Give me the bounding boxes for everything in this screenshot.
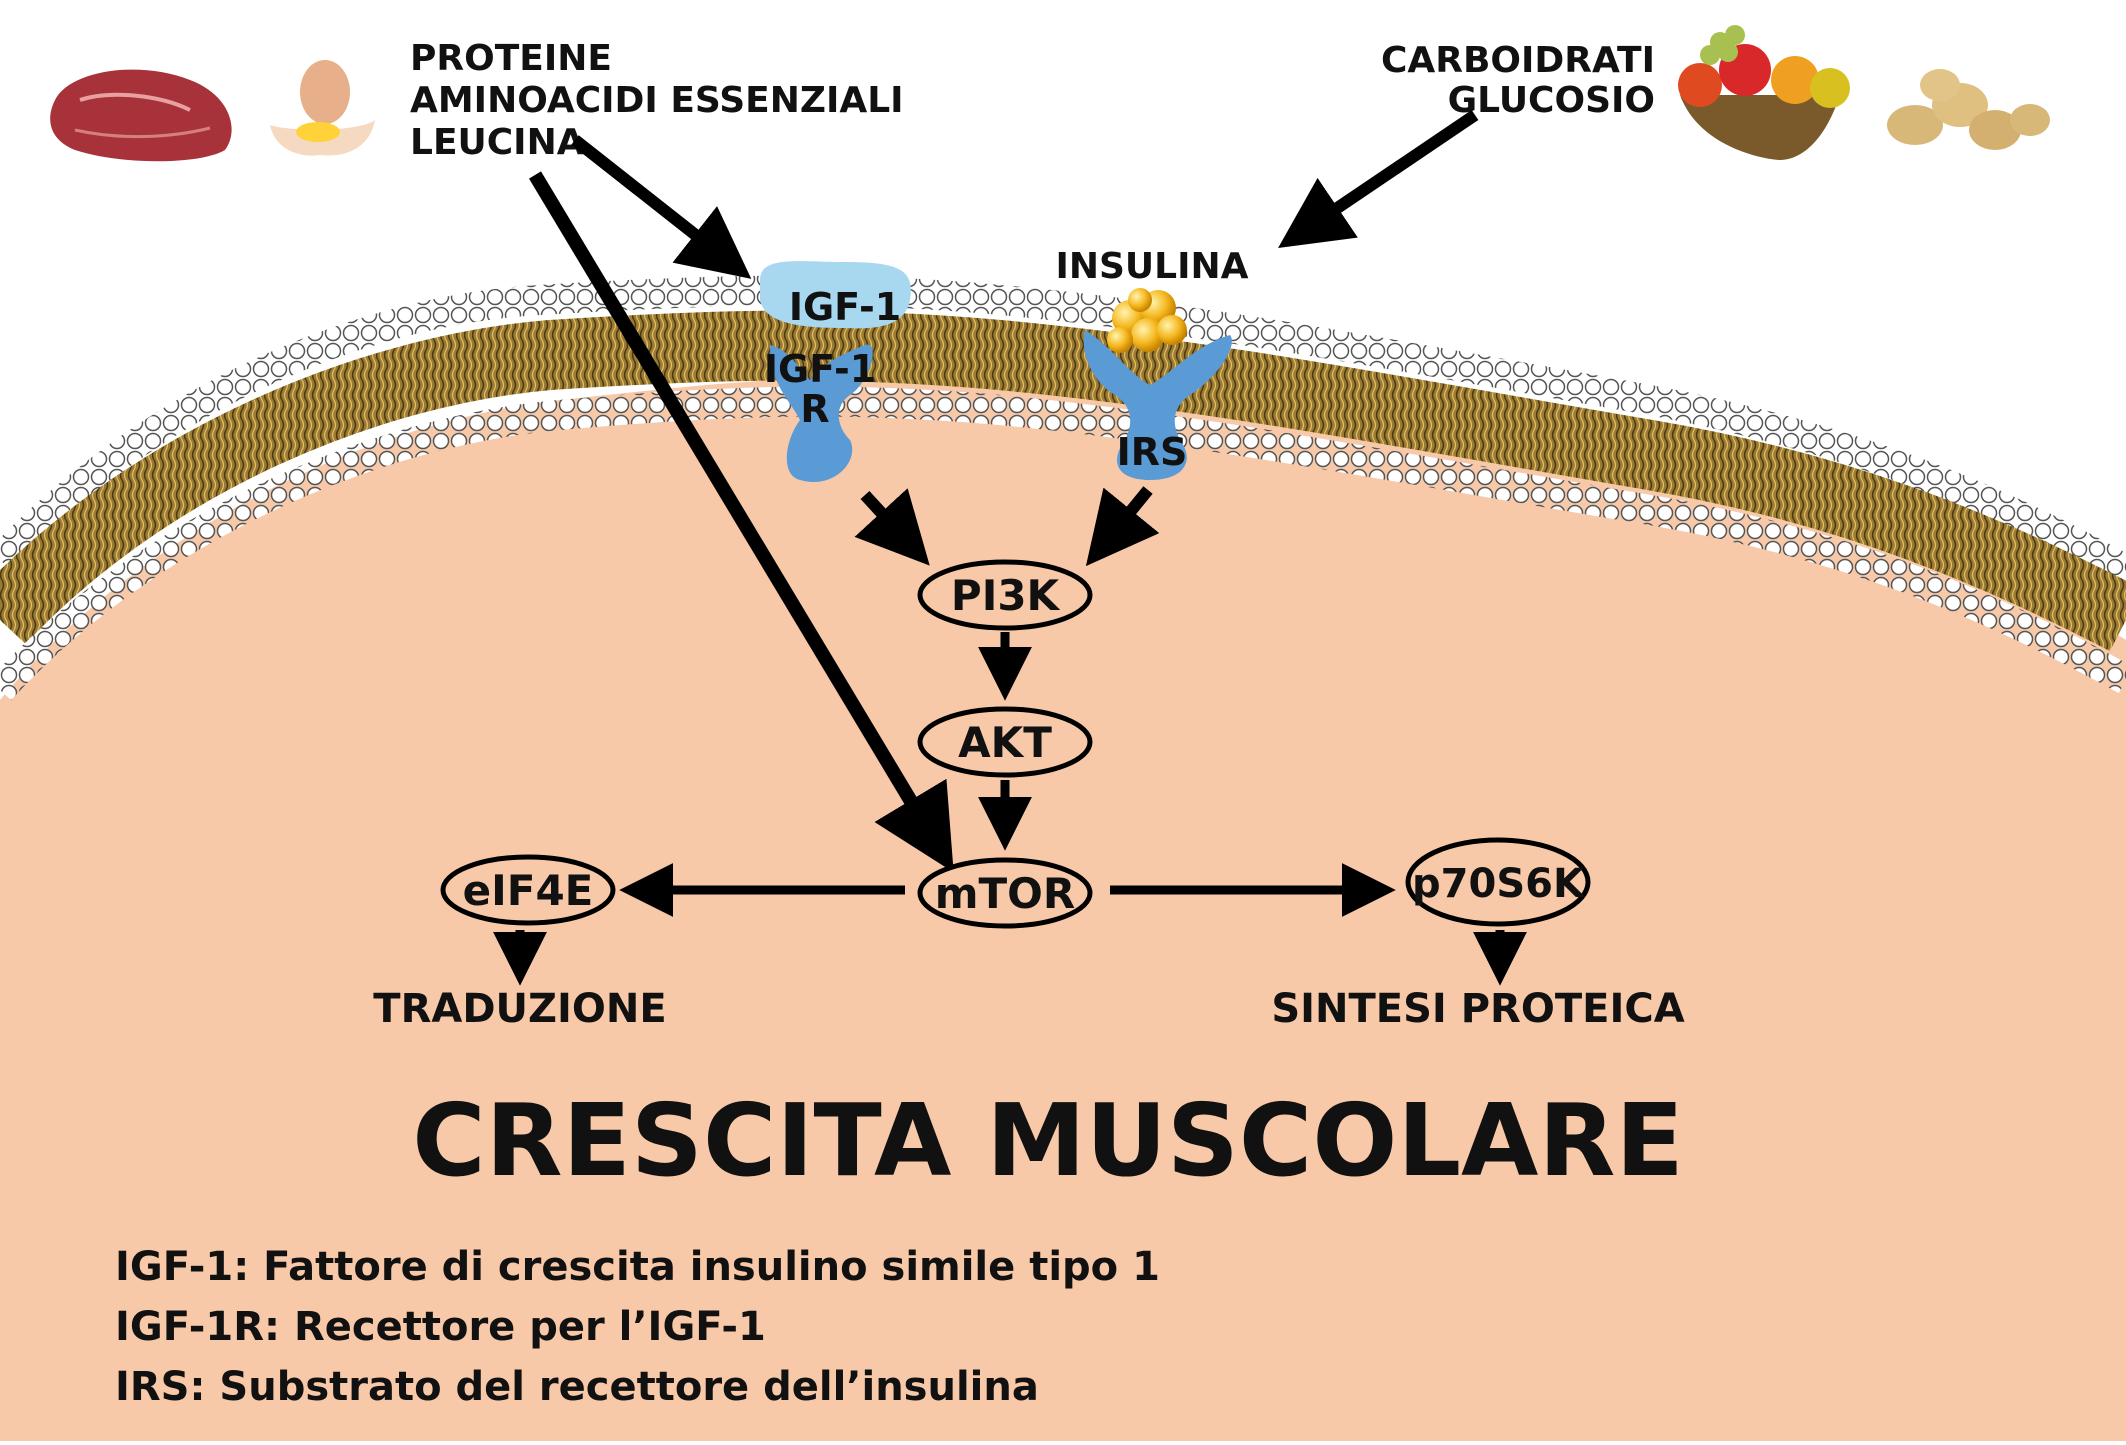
protein-source-label: PROTEINE AMINOACIDI ESSENZIALI LEUCINA [410, 38, 904, 163]
p70s6k-text: p70S6K [1412, 861, 1586, 907]
igf1r-text-2: R [800, 387, 829, 431]
protein-line-3: LEUCINA [410, 122, 585, 163]
main-title: CRESCITA MUSCOLARE [412, 1082, 1684, 1199]
insulin-molecule-icon [1107, 288, 1187, 353]
arrow-carb-to-insulin [1278, 110, 1479, 249]
carb-source-label: CARBOIDRATI GLUCOSIO [1381, 40, 1655, 121]
protein-synthesis-label: SINTESI PROTEICA [1271, 986, 1684, 1032]
potatoes-icon [1887, 69, 2050, 150]
protein-line-1: PROTEINE [410, 38, 612, 79]
insulin-receptor: IRS [1083, 330, 1232, 480]
protein-line-2: AMINOACIDI ESSENZIALI [410, 80, 904, 121]
mtor-text: mTOR [935, 869, 1075, 918]
pi3k-node: PI3K [917, 559, 1093, 631]
igf1-receptor: IGF-1 IGF-1 R [760, 261, 911, 482]
legend: IGF-1: Fattore di crescita insulino simi… [115, 1244, 1160, 1410]
insulin-label: INSULINA [1055, 246, 1248, 287]
igf1-text: IGF-1 [789, 285, 901, 329]
mtor-node: mTOR [917, 857, 1093, 929]
egg-icon [270, 60, 375, 156]
arrow-irs-to-pi3k [1085, 486, 1160, 567]
p70s6k-node: p70S6K [1405, 837, 1591, 927]
arrow-igf1r-to-pi3k [854, 488, 930, 566]
irs-text: IRS [1117, 430, 1188, 474]
membrane-inner-heads [0, 386, 2126, 701]
arrow-protein-to-igf1 [571, 135, 752, 279]
membrane-tails [0, 310, 2126, 652]
igf1r-text-1: IGF-1 [764, 347, 876, 391]
legend-item: IRS: Substrato del recettore dell’insuli… [115, 1364, 1039, 1410]
pi3k-text: PI3K [951, 571, 1061, 620]
meat-icon [50, 69, 232, 162]
carb-line-2: GLUCOSIO [1448, 80, 1655, 121]
akt-node: AKT [917, 706, 1093, 778]
eif4e-text: eIF4E [463, 866, 594, 915]
arrow-leucine-to-mtor [528, 171, 954, 873]
carb-line-1: CARBOIDRATI [1381, 40, 1655, 81]
eif4e-node: eIF4E [440, 854, 616, 926]
akt-text: AKT [958, 718, 1052, 767]
fruit-basket-icon [1678, 25, 1850, 160]
legend-item: IGF-1: Fattore di crescita insulino simi… [115, 1244, 1160, 1290]
legend-item: IGF-1R: Recettore per l’IGF-1 [115, 1304, 766, 1350]
translation-label: TRADUZIONE [373, 986, 666, 1032]
membrane-outer-heads [0, 275, 2126, 584]
